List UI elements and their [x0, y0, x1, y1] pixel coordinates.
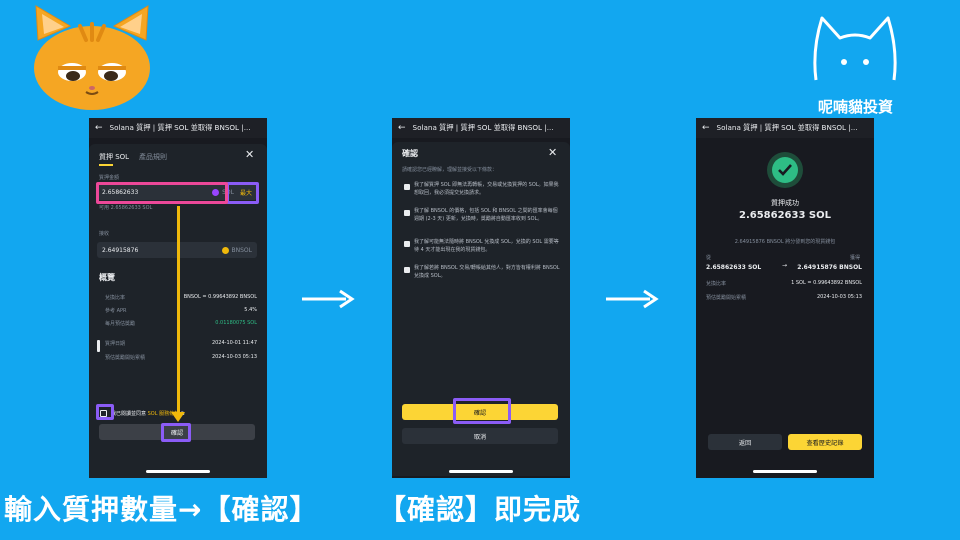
overview-monthly-label: 每月預估獎勵: [105, 321, 136, 327]
bnsol-coin-icon: [221, 246, 229, 254]
success-amount: 2.65862633 SOL: [739, 210, 831, 221]
nav-bar: ← Solana 質押 | 質押 SOL 並取得 BNSOL |...: [89, 118, 267, 138]
available-balance: 可用 2.65862633 SOL: [99, 205, 153, 211]
term-text-2: 我了解 BNSOL 的價格，包括 SOL 和 BNSOL 之間的匯率會每個週期 …: [414, 208, 558, 222]
nav-bar: ← Solana 質押 | 質押 SOL 並取得 BNSOL |...: [392, 118, 570, 138]
to-label: 獲得: [849, 255, 860, 261]
from-value: 2.65862633 SOL: [706, 264, 762, 271]
guide-arrow-line: [177, 206, 180, 416]
rate-label: 兌換比率: [706, 281, 727, 287]
amount-value: 2.65862633: [102, 188, 139, 196]
confirm-sheet: 確認 ✕ 請確認您已經瞭解，理解並接受以下條款： 我了解質押 SOL 即無法再轉…: [392, 142, 570, 476]
phone-step2-confirm: ← Solana 質押 | 質押 SOL 並取得 BNSOL |... 確認 ✕…: [392, 118, 570, 478]
highlight-amount-input: [96, 182, 228, 204]
highlight-confirm: [161, 423, 191, 442]
tab-product-rules[interactable]: 產品規則: [139, 153, 167, 161]
highlight-checkbox: [96, 404, 114, 420]
home-indicator: [146, 470, 210, 473]
stake-amount-label: 質押金額: [99, 175, 120, 181]
term-text-4: 我了解若將 BNSOL 交易/轉帳給其他人，對方皆有權利將 BNSOL 兌換成 …: [414, 265, 560, 279]
caption-left: 輸入質押數量→【確認】: [4, 493, 319, 526]
nav-title: Solana 質押 | 質押 SOL 並取得 BNSOL |...: [412, 123, 554, 132]
term-text-3: 我了解可能無法隨時將 BNSOL 兌換成 SOL，兌換的 SOL 需要等待 4 …: [414, 239, 559, 253]
close-icon[interactable]: ✕: [548, 146, 558, 159]
step-arrow-2-icon: [606, 289, 659, 309]
overview-monthly-value: 0.01180075 SOL: [215, 320, 257, 326]
overview-reward-start-label: 預估獎勵開始累積: [105, 355, 146, 361]
convert-arrow-icon: →: [782, 262, 788, 269]
success-title: 質押成功: [771, 199, 799, 207]
rate-value: 1 SOL = 0.99643892 BNSOL: [791, 280, 862, 286]
overview-apr-label: 參考 APR: [105, 308, 127, 314]
close-icon[interactable]: ✕: [245, 148, 255, 161]
agree-link-sol[interactable]: SOL: [147, 411, 158, 417]
confirm-title: 確認: [402, 149, 418, 158]
receive-coin: BNSOL: [231, 246, 252, 254]
overview-rate-value: BNSOL = 0.99643892 BNSOL: [183, 294, 257, 300]
home-indicator: [753, 470, 817, 473]
success-note: 2.64915876 BNSOL 將分發到您的現貨錢包: [734, 239, 836, 245]
receive-label: 接收: [99, 231, 110, 237]
highlight-max: [226, 182, 259, 204]
view-history-button[interactable]: 查看歷史記錄: [788, 434, 862, 450]
guide-arrow-head: [171, 412, 185, 422]
reward-label: 預估獎勵開始累積: [706, 295, 747, 301]
overview-reward-start-value: 2024-10-03 05:13: [211, 354, 257, 360]
reward-value: 2024-10-03 05:13: [816, 294, 862, 300]
overview-apr-value: 5.4%: [244, 307, 257, 313]
tab-underline: [99, 164, 113, 166]
confirm-intro: 請確認您已經瞭解，理解並接受以下條款：: [402, 167, 498, 173]
term-text-1: 我了解質押 SOL 即無法再轉帳，交易或兌換質押的 SOL。如果我想取回，我必須…: [414, 182, 559, 196]
timeline-dot-icon: [97, 340, 100, 352]
phone-step3-success: ← Solana 質押 | 質押 SOL 並取得 BNSOL |... 質押成功…: [696, 118, 874, 478]
highlight-confirm-2: [453, 398, 511, 424]
term-checkbox-4[interactable]: [404, 267, 410, 273]
term-checkbox-1[interactable]: [404, 184, 410, 190]
receive-value: 2.64915876: [102, 246, 139, 254]
overview-stake-date-label: 質押日期: [105, 341, 126, 347]
overview-rate-label: 兌換比率: [105, 295, 126, 301]
nav-bar: ← Solana 質押 | 質押 SOL 並取得 BNSOL |...: [696, 118, 874, 138]
phone-step1-stake: ← Solana 質押 | 質押 SOL 並取得 BNSOL |... 質押 S…: [89, 118, 267, 478]
agree-checkbox[interactable]: [100, 410, 107, 417]
home-indicator: [449, 470, 513, 473]
confirm-button[interactable]: 確認: [402, 404, 558, 420]
term-checkbox-3[interactable]: [404, 241, 410, 247]
brand-cat-logo: [813, 16, 897, 81]
success-check-icon: [767, 152, 803, 188]
to-value: 2.64915876 BNSOL: [797, 264, 862, 271]
caption-right: 【確認】即完成: [378, 493, 582, 526]
brand-name: 呢喃貓投資: [818, 98, 894, 116]
nav-title: Solana 質押 | 質押 SOL 並取得 BNSOL |...: [716, 123, 858, 132]
confirm-button-disabled[interactable]: 確認: [99, 424, 255, 440]
sol-coin-icon: [212, 188, 220, 196]
back-arrow-icon[interactable]: ←: [398, 123, 406, 133]
overview-stake-date-value: 2024-10-01 11:47: [211, 340, 257, 346]
tab-stake-sol[interactable]: 質押 SOL: [99, 153, 130, 161]
step-arrow-1-icon: [302, 289, 355, 309]
agree-link-terms[interactable]: 服務條款: [159, 411, 180, 417]
back-button[interactable]: 返回: [708, 434, 782, 450]
nav-title: Solana 質押 | 質押 SOL 並取得 BNSOL |...: [109, 123, 251, 132]
term-checkbox-2[interactable]: [404, 210, 410, 216]
max-button[interactable]: 最大: [239, 189, 252, 197]
agree-prefix: 我已閱讀並同意: [111, 411, 147, 417]
orange-cat-mascot: [34, 5, 150, 110]
back-arrow-icon[interactable]: ←: [702, 123, 710, 133]
cancel-button[interactable]: 取消: [402, 428, 558, 444]
from-label: 從: [706, 255, 712, 261]
back-arrow-icon[interactable]: ←: [95, 123, 103, 133]
overview-title: 概覽: [99, 273, 115, 282]
